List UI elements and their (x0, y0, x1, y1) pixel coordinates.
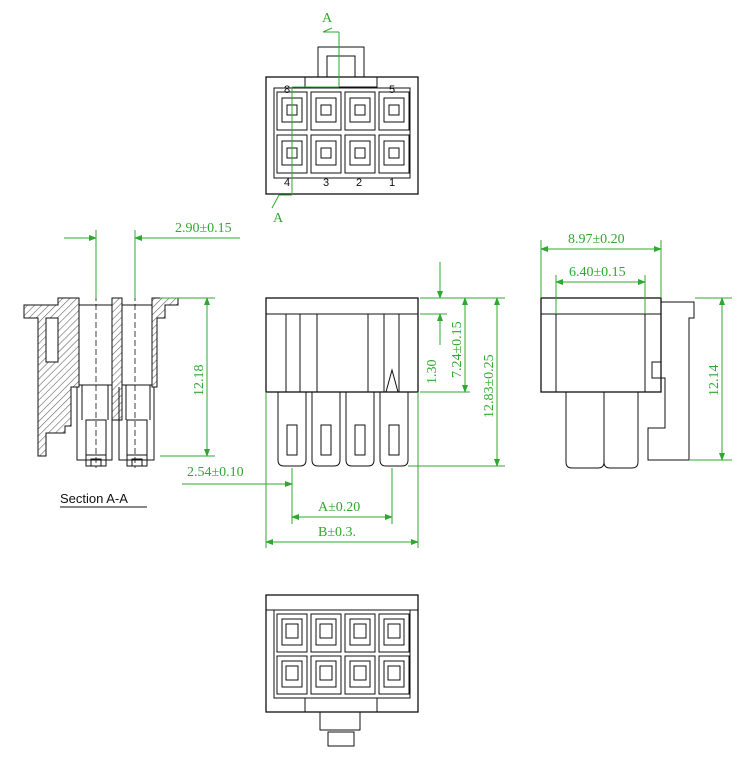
cavity-contact (319, 665, 333, 681)
cavity-outline (310, 134, 342, 174)
cavity-inner (383, 660, 405, 688)
cavity-contact (388, 104, 400, 116)
cavity-contact (354, 147, 366, 159)
cavity-outline (378, 91, 410, 131)
cavity-inner (315, 97, 337, 123)
terminal-window (286, 424, 298, 456)
cavity-contact (285, 665, 299, 681)
terminal-body (379, 392, 409, 467)
side-view: 8.97±0.20 6.40±0.15 12.14 (540, 232, 732, 469)
section-dim-pitch: 2.54±0.10 (187, 465, 244, 480)
side-dim-height: 12.14 (707, 365, 722, 397)
cavity-contact (387, 623, 401, 639)
front-dim-2: 7.24±0.15 (450, 321, 465, 378)
cavity-inner (383, 140, 405, 166)
side-dim-width: 8.97±0.20 (568, 232, 625, 247)
pin-label-5: 5 (389, 84, 395, 96)
cavity-contact (387, 665, 401, 681)
front-dim-1: 1.30 (425, 360, 440, 385)
cavity-contact (320, 147, 332, 159)
cavity-outline (378, 655, 410, 695)
cavity-outline (310, 91, 342, 131)
cavity-inner (349, 140, 371, 166)
cavity-inner (281, 618, 303, 646)
side-dim-inner: 6.40±0.15 (569, 265, 626, 280)
cavity-outline (378, 134, 410, 174)
cavity-inner (383, 97, 405, 123)
front-dim-b: B±0.3. (318, 525, 356, 540)
cavity-inner (315, 618, 337, 646)
bottom-view (265, 594, 419, 747)
cavity-inner (349, 618, 371, 646)
cavity-outline (378, 613, 410, 653)
front-view: 1.30 7.24±0.15 12.83±0.25 2.54±0.10 A±0.… (182, 262, 505, 548)
cavity-contact (353, 665, 367, 681)
terminal-body (277, 392, 307, 467)
cavity-inner (349, 660, 371, 688)
cavity-contact (319, 623, 333, 639)
pin-label-8: 8 (284, 84, 290, 96)
terminal-window (354, 424, 366, 456)
cavity-outline (344, 613, 376, 653)
section-marker-bottom: A (273, 211, 284, 226)
section-dim-height: 12.18 (192, 365, 207, 397)
section-view: 2.90±0.15 12.18 Section A-A (23, 221, 240, 508)
pin-label-4: 4 (284, 177, 290, 189)
cavity-outline (344, 91, 376, 131)
terminal-window (320, 424, 332, 456)
cavity-inner (315, 140, 337, 166)
section-caption: Section A-A (60, 491, 128, 506)
pin-label-1: 1 (389, 177, 395, 189)
cavity-contact (388, 147, 400, 159)
cavity-inner (281, 660, 303, 688)
cavity-outline (310, 655, 342, 695)
cavity-outline (310, 613, 342, 653)
terminal-body (345, 392, 375, 467)
cavity-inner (315, 660, 337, 688)
front-dim-3: 12.83±0.25 (482, 354, 497, 418)
terminal-window (388, 424, 400, 456)
cavity-contact (285, 623, 299, 639)
cavity-outline (344, 134, 376, 174)
cavity-contact (320, 104, 332, 116)
cavity-outline (344, 655, 376, 695)
cavity-inner (383, 618, 405, 646)
cavity-outline (276, 655, 308, 695)
pin-label-2: 2 (356, 177, 362, 189)
cavity-inner (349, 97, 371, 123)
cavity-outline (276, 613, 308, 653)
front-view-terminals (277, 392, 409, 467)
section-marker-top: A (322, 11, 333, 26)
front-dim-a: A±0.20 (318, 500, 360, 515)
top-view: A A 8 5 4 3 2 1 (265, 11, 419, 226)
top-view-cavities (276, 91, 410, 174)
terminal-body (311, 392, 341, 467)
pin-label-3: 3 (323, 177, 329, 189)
cavity-contact (354, 104, 366, 116)
cavity-contact (353, 623, 367, 639)
section-dim-top: 2.90±0.15 (175, 221, 232, 236)
bottom-view-cavities (276, 613, 410, 695)
